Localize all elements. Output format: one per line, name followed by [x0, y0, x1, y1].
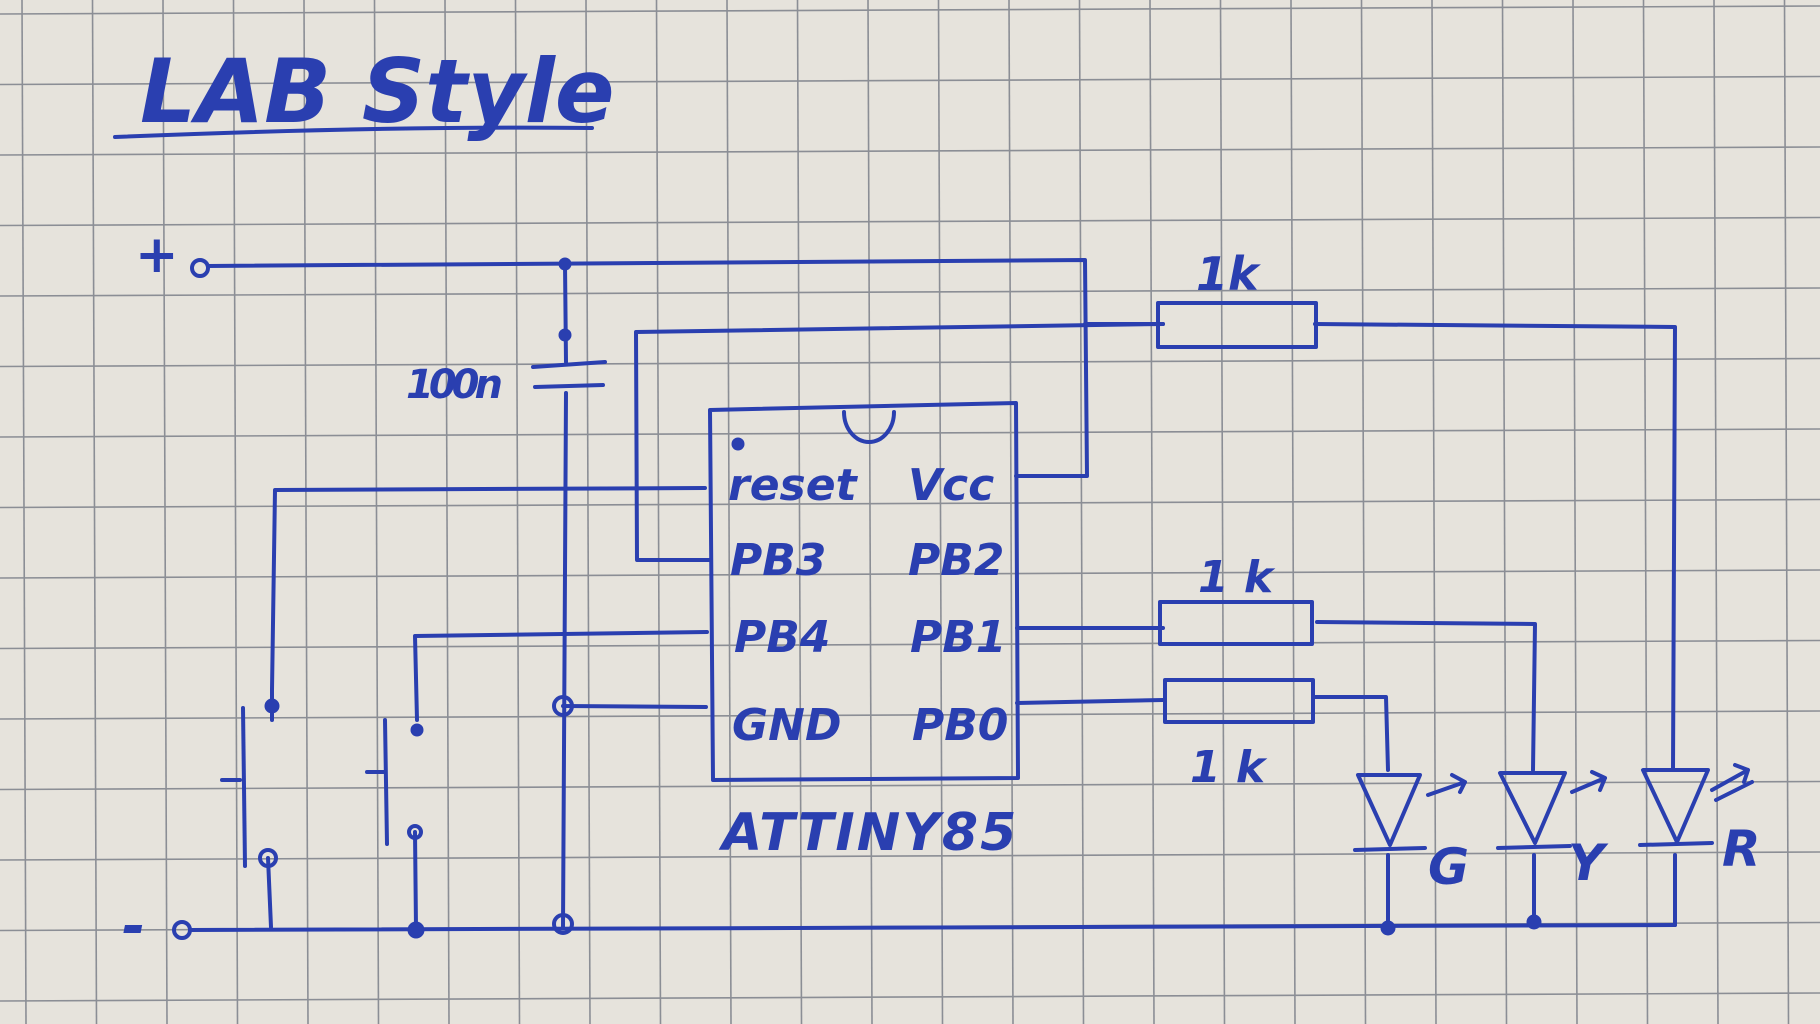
pb3-loop-wire — [634, 322, 1165, 562]
grid-line-horizontal — [0, 710, 1820, 720]
capacitor: 100n — [406, 360, 607, 408]
sw1-bottom-lead — [266, 856, 273, 929]
pin-pb2: PB2 — [908, 535, 1004, 586]
pin-pb4: PB4 — [734, 612, 830, 663]
grid-line-vertical — [303, 0, 309, 1024]
grid-line-horizontal — [0, 498, 1820, 509]
title-group: LAB Style — [113, 40, 615, 143]
grid-line-vertical — [21, 0, 27, 1024]
grid-line-vertical — [585, 0, 591, 1024]
pb0-wire — [1015, 698, 1165, 705]
pin-pb3: PB3 — [730, 535, 826, 586]
positive-terminal: + — [135, 225, 210, 285]
grid-line-vertical — [937, 0, 944, 1024]
pin-pb0: PB0 — [912, 700, 1008, 751]
ground-rail — [188, 923, 1677, 932]
led-green: G — [1353, 773, 1469, 896]
grid-line-vertical — [726, 0, 732, 1024]
grid-line-vertical — [796, 0, 803, 1024]
grid-line-vertical — [1290, 0, 1296, 1024]
chip-notch — [842, 410, 896, 444]
wires — [188, 258, 1677, 932]
grid-line-horizontal — [0, 569, 1820, 579]
capacitor-label: 100n — [406, 362, 501, 408]
grid-line-vertical — [373, 0, 380, 1024]
grid-line-horizontal — [0, 216, 1820, 227]
grid-line-horizontal — [0, 851, 1820, 861]
led-red-label: R — [1722, 820, 1761, 878]
title-underline — [113, 125, 594, 139]
grid-line-vertical — [162, 0, 168, 1024]
resistor-middle: 1 k — [1158, 552, 1314, 646]
pb4-wire — [413, 630, 709, 722]
push-button-pb4 — [365, 718, 389, 846]
grid-line-vertical — [514, 0, 521, 1024]
vplus-rail — [206, 258, 1089, 478]
junctions — [258, 257, 1542, 939]
grid-line-horizontal — [0, 146, 1820, 156]
grid-line-horizontal — [0, 287, 1820, 297]
positive-label: + — [135, 225, 179, 285]
grid-line-vertical — [232, 0, 239, 1024]
led-yellow-label: Y — [1568, 834, 1609, 892]
sw2-bottom-lead — [413, 830, 418, 930]
pin-gnd: GND — [732, 700, 841, 751]
led-red: R — [1638, 763, 1761, 878]
pin-reset: reset — [728, 460, 859, 511]
pin1-dot — [731, 437, 745, 451]
grid-line-vertical — [1501, 0, 1508, 1024]
grid-line-horizontal — [0, 357, 1820, 368]
resistor-middle-label: 1 k — [1198, 552, 1276, 603]
cap-bottom-wire — [561, 391, 568, 929]
r-mid-out-wire — [1315, 620, 1537, 772]
grid-line-vertical — [1642, 0, 1649, 1024]
grid-line-vertical — [1783, 0, 1790, 1024]
grid-line-horizontal — [0, 780, 1820, 791]
led-green-label: G — [1428, 838, 1469, 896]
grid-line-vertical — [1219, 0, 1226, 1024]
push-button-reset — [220, 706, 247, 868]
grid-line-vertical — [1008, 0, 1014, 1024]
reset-wire — [270, 486, 707, 692]
led-yellow: Y — [1496, 770, 1609, 892]
resistor-top-label: 1k — [1196, 247, 1261, 301]
cap-top-wire — [563, 262, 568, 364]
r-top-out-wire — [1313, 322, 1677, 772]
chip-body — [708, 401, 1020, 782]
grid-line-horizontal — [0, 5, 1820, 15]
resistor-bottom: 1 k — [1163, 678, 1315, 793]
grid-line-vertical — [867, 0, 873, 1024]
grid-line-vertical — [1078, 0, 1085, 1024]
pin-pb1: PB1 — [910, 612, 1006, 663]
grid-line-vertical — [91, 0, 98, 1024]
grid-line-horizontal — [0, 428, 1820, 438]
negative-label: - — [122, 894, 145, 959]
grid-line-horizontal — [0, 75, 1820, 86]
r-bot-out-wire — [1313, 695, 1390, 772]
grid-line-vertical — [1149, 0, 1155, 1024]
resistor-top: 1k — [1083, 247, 1318, 349]
pin-vcc: Vcc — [908, 460, 994, 511]
chip-name: ATTINY85 — [718, 803, 1018, 863]
grid-line-vertical — [655, 0, 662, 1024]
negative-terminal: - — [122, 894, 192, 959]
resistor-bottom-label: 1 k — [1190, 742, 1268, 793]
gnd-wire — [561, 704, 708, 709]
grid-line-vertical — [1360, 0, 1367, 1024]
grid-line-horizontal — [0, 992, 1820, 1002]
grid-line-vertical — [1713, 0, 1719, 1024]
attiny85-chip: reset PB3 PB4 GND Vcc PB2 PB1 PB0 ATTINY… — [708, 401, 1020, 863]
grid-line-vertical — [444, 0, 450, 1024]
grid-line-horizontal — [0, 639, 1820, 650]
